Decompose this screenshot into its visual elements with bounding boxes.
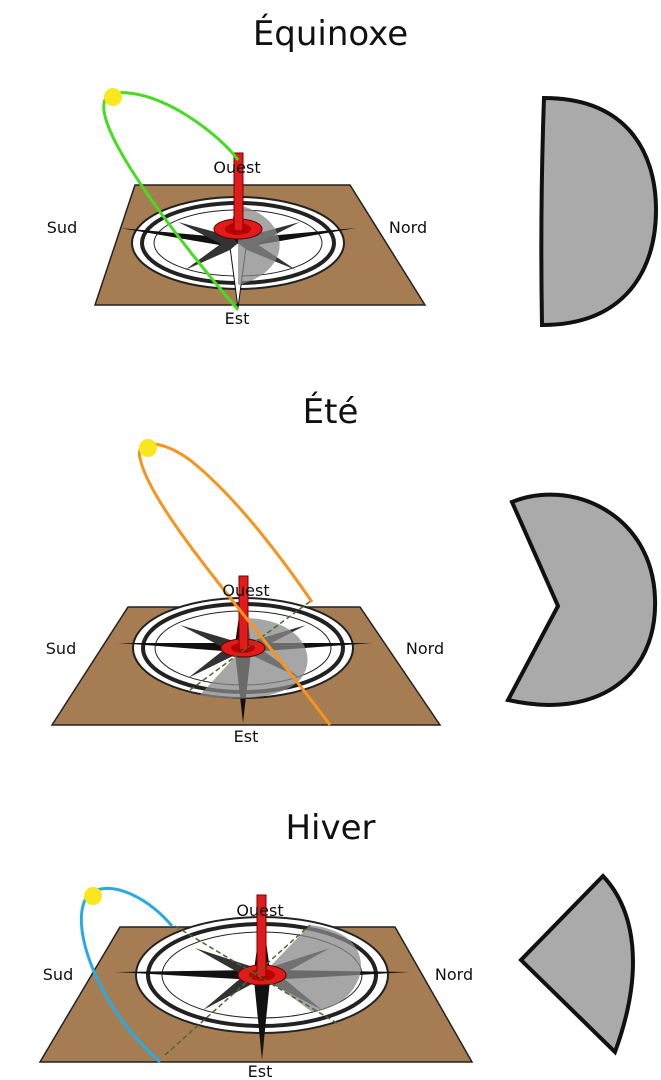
label-north: Nord — [389, 218, 427, 237]
panel-title-winter: Hiver — [285, 808, 376, 848]
sun-icon — [84, 887, 102, 905]
label-south: Sud — [43, 965, 73, 984]
panel-title-summer: Été — [302, 392, 359, 432]
gnomon-shadow — [200, 618, 308, 699]
shadow-shape-wedge — [518, 873, 635, 1056]
label-north: Nord — [435, 965, 473, 984]
summer-panel: Été Ouest Est Sud Nord — [0, 380, 661, 760]
label-east: Est — [248, 1062, 273, 1080]
label-west: Ouest — [213, 158, 260, 177]
gnomon — [233, 152, 244, 232]
gnomon-shadow — [262, 925, 361, 1012]
label-west: Ouest — [222, 581, 269, 600]
label-south: Sud — [47, 218, 77, 237]
label-east: Est — [225, 309, 250, 328]
summer-scene: Ouest Est Sud Nord — [46, 439, 444, 746]
label-south: Sud — [46, 639, 76, 658]
equinox-panel: Équinoxe Ouest Est Sud Nord — [0, 0, 661, 340]
winter-scene: Ouest Est Sud Nord — [38, 886, 474, 1080]
gnomon — [256, 894, 267, 978]
equinox-scene: Ouest Est Sud Nord — [47, 88, 427, 328]
sun-icon — [139, 439, 157, 457]
label-north: Nord — [406, 639, 444, 658]
panel-title-equinox: Équinoxe — [252, 14, 409, 54]
shadow-shape-notched-disc — [505, 492, 658, 707]
shadow-shape-half-disc — [539, 95, 659, 328]
label-west: Ouest — [236, 901, 283, 920]
label-east: Est — [234, 727, 259, 746]
sun-icon — [104, 88, 122, 106]
winter-panel: Hiver Ouest Est Sud Nord — [0, 800, 661, 1080]
